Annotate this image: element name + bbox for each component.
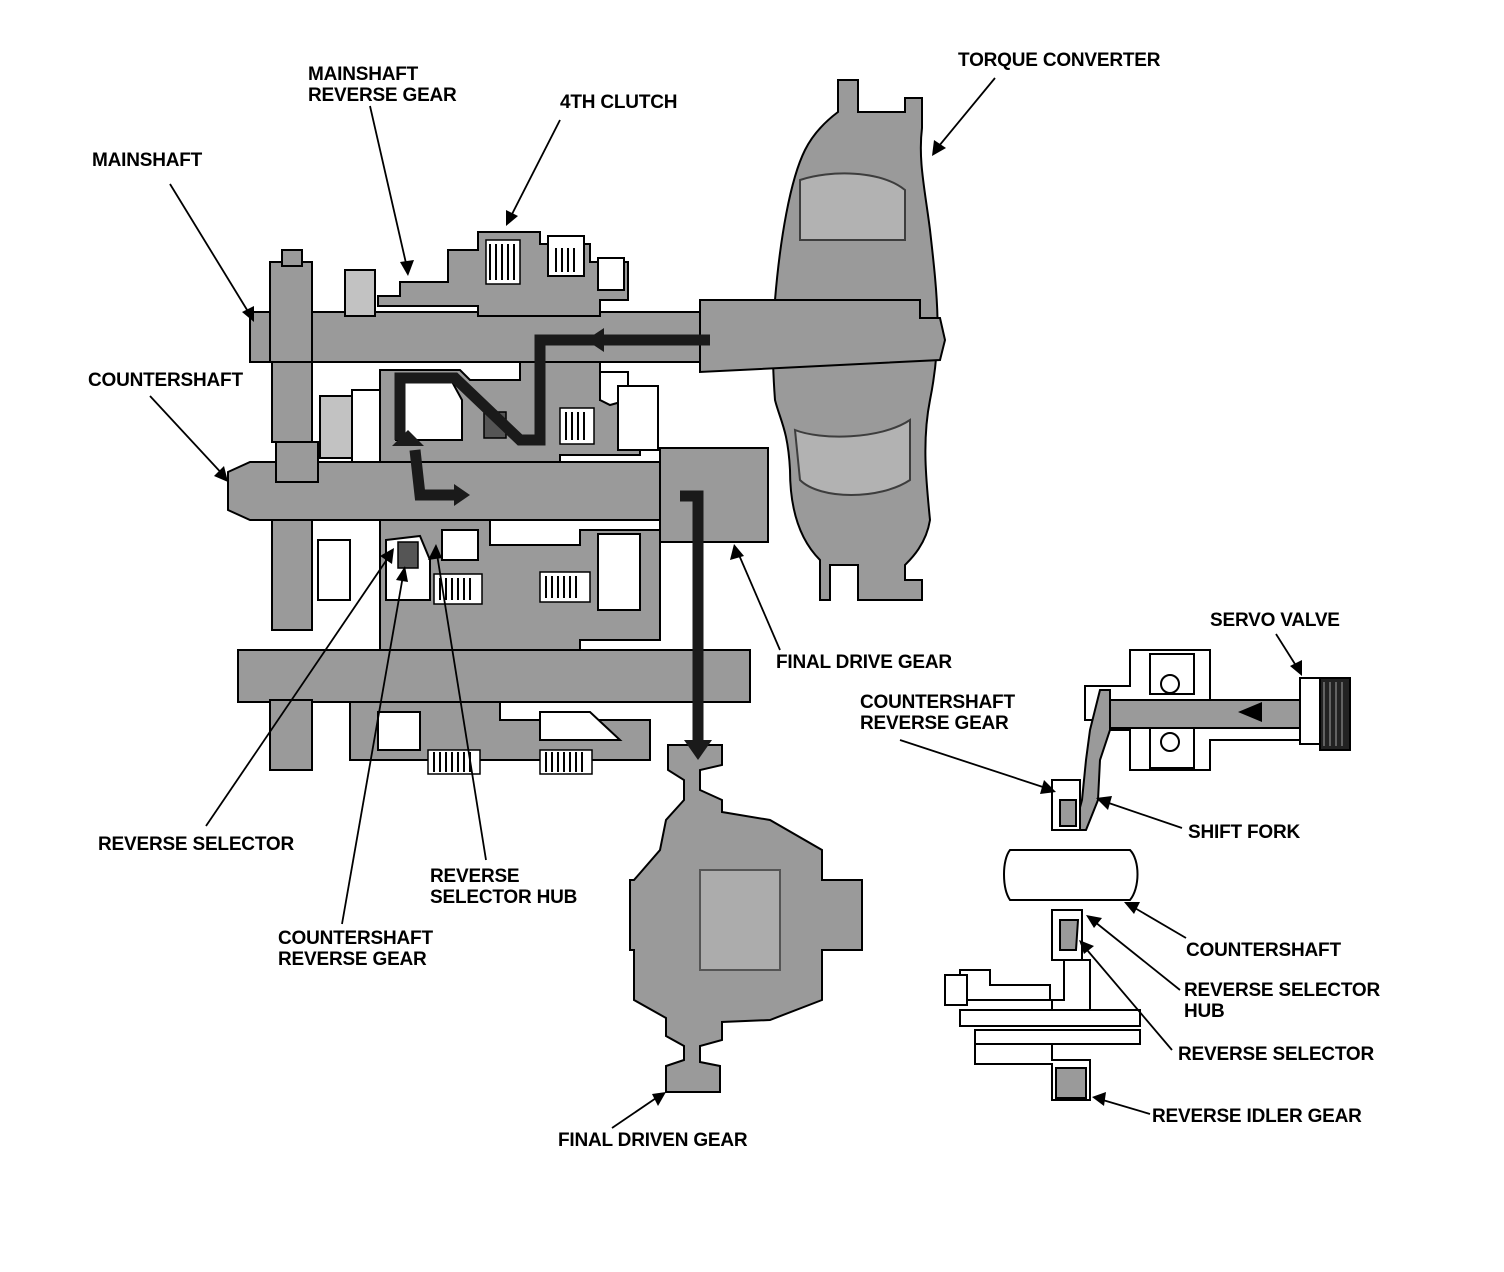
label-detail-reverse-selector: REVERSE SELECTOR [1178,1044,1374,1065]
label-line: SELECTOR HUB [430,887,578,908]
label-line: MAINSHAFT [308,64,419,85]
label-countershaft-reverse-gear: COUNTERSHAFT REVERSE GEAR [278,928,433,970]
label-line: HUB [1184,1001,1225,1022]
label-line: REVERSE GEAR [308,85,457,106]
label-line: REVERSE GEAR [860,713,1009,734]
label-shift-fork: SHIFT FORK [1188,822,1300,843]
secondary-shaft [237,649,751,775]
label-line: COUNTERSHAFT [860,692,1015,713]
label-line: REVERSE [430,866,520,887]
label-reverse-selector: REVERSE SELECTOR [98,834,294,855]
label-detail-reverse-selector-hub: REVERSE SELECTOR HUB [1184,980,1380,1022]
label-countershaft: COUNTERSHAFT [88,370,243,391]
label-detail-countershaft-reverse-gear: COUNTERSHAFT REVERSE GEAR [860,692,1015,734]
label-mainshaft-reverse-gear: MAINSHAFT REVERSE GEAR [308,64,457,106]
leader-lines [149,77,1302,1129]
label-final-drive-gear: FINAL DRIVE GEAR [776,652,952,673]
label-detail-countershaft: COUNTERSHAFT [1186,940,1341,961]
label-line: REVERSE GEAR [278,949,427,970]
label-torque-converter: TORQUE CONVERTER [958,50,1161,71]
label-4th-clutch: 4TH CLUTCH [560,92,678,113]
countershaft-reverse-gear-upper [351,361,659,463]
power-flow-path [392,328,712,760]
label-line: COUNTERSHAFT [278,928,433,949]
label-mainshaft: MAINSHAFT [92,150,203,171]
label-final-driven-gear: FINAL DRIVEN GEAR [558,1130,748,1151]
detail-view [944,649,1351,1101]
mainshaft [249,249,947,459]
reverse-selector-assembly [317,519,661,651]
label-reverse-selector-hub: REVERSE SELECTOR HUB [430,866,577,908]
fourth-clutch-assembly [377,231,629,317]
countershaft [227,441,769,631]
label-line: REVERSE SELECTOR [1184,980,1380,1001]
differential [629,744,863,1093]
label-servo-valve: SERVO VALVE [1210,610,1340,631]
label-reverse-idler-gear: REVERSE IDLER GEAR [1152,1106,1362,1127]
